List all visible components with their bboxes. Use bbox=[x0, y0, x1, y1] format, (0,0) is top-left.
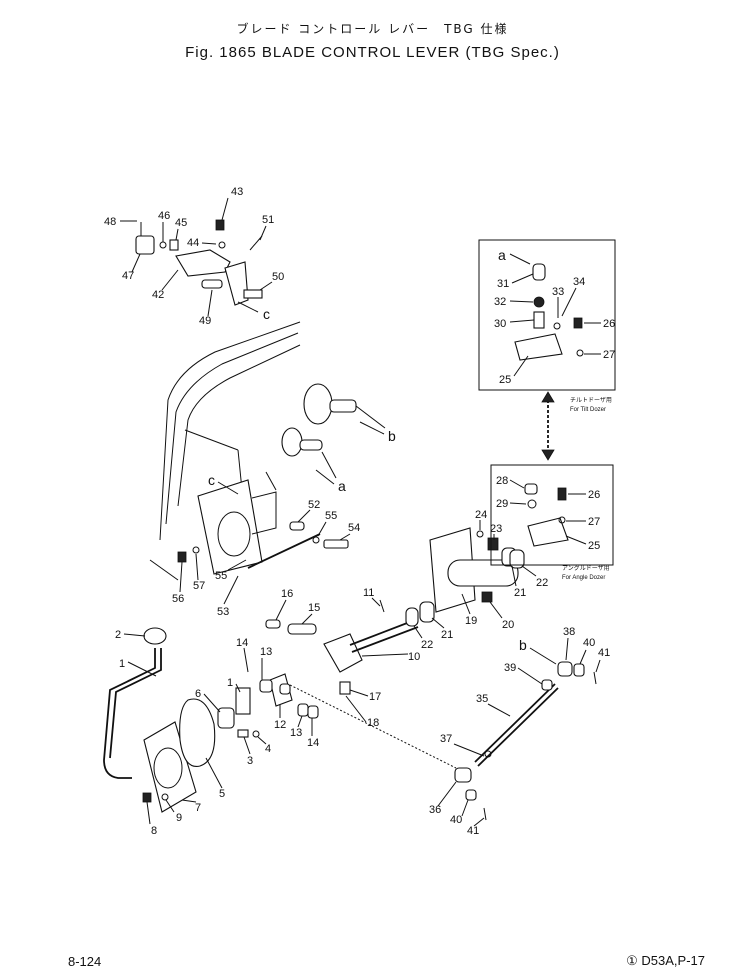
callout-13-bottom: 13 bbox=[290, 727, 302, 739]
callout-11: 11 bbox=[363, 587, 374, 599]
callout-1-right: 1 bbox=[227, 677, 233, 689]
callout-47: 47 bbox=[122, 270, 134, 282]
callout-9: 9 bbox=[176, 812, 182, 824]
callout-49: 49 bbox=[199, 315, 211, 327]
double-arrow bbox=[541, 391, 555, 461]
mid-linkage-a-b bbox=[265, 383, 386, 491]
callout-16: 16 bbox=[281, 588, 293, 600]
callout-10: 10 bbox=[408, 651, 420, 663]
callout-3: 3 bbox=[247, 755, 253, 767]
ref-a-mid: a bbox=[338, 478, 346, 494]
callout-20: 20 bbox=[502, 619, 514, 631]
callout-41-bottom: 41 bbox=[467, 825, 479, 837]
callout-44: 44 bbox=[187, 237, 199, 249]
callout-6: 6 bbox=[195, 688, 201, 700]
ref-b-right: b bbox=[519, 637, 527, 653]
lever-base-parts bbox=[103, 627, 260, 813]
callout-31: 31 bbox=[497, 278, 509, 290]
upper-linkage bbox=[135, 219, 263, 306]
callout-27-tilt: 27 bbox=[603, 349, 615, 361]
callout-22-left: 22 bbox=[421, 639, 433, 651]
callout-33: 33 bbox=[552, 286, 564, 298]
inset-angle-label-en: For Angle Dozer bbox=[562, 575, 605, 581]
callout-42: 42 bbox=[152, 289, 164, 301]
callout-34: 34 bbox=[573, 276, 585, 288]
callout-15: 15 bbox=[308, 602, 320, 614]
ref-a-inset: a bbox=[498, 247, 506, 263]
callout-43: 43 bbox=[231, 186, 243, 198]
callout-5: 5 bbox=[219, 788, 225, 800]
callout-13-top: 13 bbox=[260, 646, 272, 658]
callout-40-bottom: 40 bbox=[450, 814, 462, 826]
page-number: 8-124 bbox=[68, 954, 102, 969]
inset-tilt-dozer: チルトドーザ用 For Tilt Dozer bbox=[478, 239, 616, 413]
callout-27-angle: 27 bbox=[588, 516, 600, 528]
callout-55-right: 55 bbox=[325, 510, 337, 522]
callout-14-top: 14 bbox=[236, 637, 248, 649]
callout-19: 19 bbox=[465, 615, 477, 627]
callout-18: 18 bbox=[367, 717, 379, 729]
callout-48: 48 bbox=[104, 216, 116, 228]
ref-c-left: c bbox=[208, 472, 215, 488]
callout-12: 12 bbox=[274, 719, 286, 731]
inset-angle-dozer: アングルドーザ用 For Angle Dozer bbox=[490, 464, 614, 581]
inset-tilt-label-en: For Tilt Dozer bbox=[570, 407, 606, 413]
model-reference: ① D53A,P-17 bbox=[626, 953, 705, 968]
callout-56: 56 bbox=[172, 593, 184, 605]
inset-tilt-label-jp: チルトドーザ用 bbox=[570, 397, 612, 404]
callout-17: 17 bbox=[369, 691, 381, 703]
control-linkage bbox=[259, 599, 457, 769]
callout-52: 52 bbox=[308, 499, 320, 511]
right-bracket bbox=[405, 527, 525, 627]
right-rod bbox=[454, 661, 597, 821]
part-callouts: 1 1 2 3 4 5 6 7 8 9 10 11 12 13 bbox=[104, 186, 615, 837]
reference-letters: c b a c a b bbox=[208, 247, 557, 665]
callout-54: 54 bbox=[348, 522, 360, 534]
callout-25-tilt: 25 bbox=[499, 374, 511, 386]
callout-23: 23 bbox=[490, 523, 502, 535]
callout-4: 4 bbox=[265, 743, 271, 755]
callout-7: 7 bbox=[195, 802, 201, 814]
callout-51: 51 bbox=[262, 214, 274, 226]
callout-2: 2 bbox=[115, 629, 121, 641]
callout-28: 28 bbox=[496, 475, 508, 487]
callout-26-tilt: 26 bbox=[603, 318, 615, 330]
callout-21-left: 21 bbox=[441, 629, 453, 641]
callout-8: 8 bbox=[151, 825, 157, 837]
callout-35: 35 bbox=[476, 693, 488, 705]
callout-55-left: 55 bbox=[215, 570, 227, 582]
callout-29: 29 bbox=[496, 498, 508, 510]
callout-53: 53 bbox=[217, 606, 229, 618]
inset-angle-label-jp: アングルドーザ用 bbox=[562, 564, 610, 572]
callout-25-angle: 25 bbox=[588, 540, 600, 552]
callout-30: 30 bbox=[494, 318, 506, 330]
callout-24: 24 bbox=[475, 509, 487, 521]
callout-57: 57 bbox=[193, 580, 205, 592]
callout-45: 45 bbox=[175, 217, 187, 229]
callout-46: 46 bbox=[158, 210, 170, 222]
callout-39: 39 bbox=[504, 662, 516, 674]
callout-38: 38 bbox=[563, 626, 575, 638]
ref-b-mid: b bbox=[388, 428, 396, 444]
callout-1-left: 1 bbox=[119, 658, 125, 670]
callout-50: 50 bbox=[272, 271, 284, 283]
callout-36: 36 bbox=[429, 804, 441, 816]
cab-outline bbox=[149, 321, 301, 581]
callout-21-right: 21 bbox=[514, 587, 526, 599]
callout-14-bottom: 14 bbox=[307, 737, 319, 749]
ref-c-top: c bbox=[263, 306, 270, 322]
callout-41-right: 41 bbox=[598, 647, 610, 659]
callout-37: 37 bbox=[440, 733, 452, 745]
mount-plate bbox=[177, 479, 349, 575]
title-japanese: ブレード コントロール レバー TBG 仕様 bbox=[236, 22, 509, 36]
callout-32: 32 bbox=[494, 296, 506, 308]
callout-22-right: 22 bbox=[536, 577, 548, 589]
callout-26-angle: 26 bbox=[588, 489, 600, 501]
figure-title: Fig. 1865 BLADE CONTROL LEVER (TBG Spec.… bbox=[185, 44, 560, 61]
callout-40-right: 40 bbox=[583, 637, 595, 649]
